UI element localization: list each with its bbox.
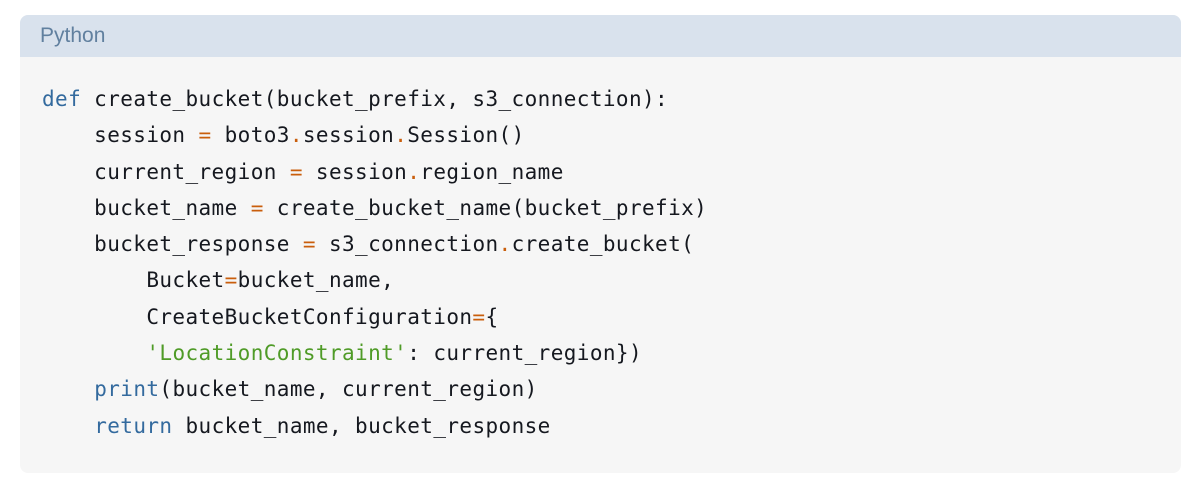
code-token: bucket_response	[42, 232, 303, 257]
code-token: create_bucket_name(bucket_prefix)	[263, 195, 708, 220]
code-token	[42, 377, 94, 401]
code-token: : current_region})	[407, 341, 643, 366]
code-line: Bucket=bucket_name,	[42, 262, 1159, 298]
code-token: boto3	[211, 123, 290, 148]
code-language-header: Python	[20, 15, 1181, 57]
code-token: current_region	[42, 159, 290, 184]
code-token: Bucket	[42, 268, 225, 293]
code-language-label: Python	[40, 24, 106, 47]
code-token: (bucket_name, current_region)	[159, 377, 538, 402]
code-line: CreateBucketConfiguration={	[42, 299, 1159, 335]
code-line: session = boto3.session.Session()	[42, 117, 1159, 153]
code-token: .	[289, 123, 303, 148]
code-token: =	[472, 304, 486, 329]
code-token: 'LocationConstraint'	[146, 341, 408, 366]
code-token: Session()	[407, 123, 525, 148]
code-snippet-card: Python def create_bucket(bucket_prefix, …	[20, 15, 1181, 473]
code-token: .	[498, 232, 512, 257]
code-line: return bucket_name, bucket_response	[42, 408, 1159, 444]
code-token: =	[224, 268, 238, 293]
code-line: bucket_response = s3_connection.create_b…	[42, 226, 1159, 262]
code-block: def create_bucket(bucket_prefix, s3_conn…	[20, 57, 1181, 473]
code-token: region_name	[420, 159, 564, 184]
code-token: s3_connection	[315, 232, 499, 257]
code-token: .	[394, 123, 408, 148]
code-token	[42, 414, 94, 438]
code-line: current_region = session.region_name	[42, 154, 1159, 190]
code-token: create_bucket(	[511, 232, 695, 257]
code-token: =	[198, 123, 212, 148]
code-token: =	[302, 232, 316, 257]
code-line: print(bucket_name, current_region)	[42, 371, 1159, 407]
code-token: create_bucket(bucket_prefix, s3_connecti…	[81, 87, 669, 111]
code-token: bucket_name,	[237, 268, 395, 293]
code-token: =	[289, 159, 303, 184]
code-line: 'LocationConstraint': current_region})	[42, 335, 1159, 371]
code-line: def create_bucket(bucket_prefix, s3_conn…	[42, 81, 1159, 117]
code-token: session	[42, 123, 199, 148]
code-token: {	[485, 304, 499, 329]
code-token: bucket_name	[42, 195, 251, 220]
code-token: =	[250, 195, 264, 220]
code-token: bucket_name, bucket_response	[172, 413, 551, 438]
code-token: print	[94, 377, 160, 402]
code-token: .	[407, 159, 421, 184]
code-token: session	[302, 159, 408, 184]
code-token	[42, 341, 146, 365]
code-token: return	[94, 413, 173, 438]
code-token: def	[42, 87, 82, 111]
code-token: CreateBucketConfiguration	[42, 304, 473, 329]
code-line: bucket_name = create_bucket_name(bucket_…	[42, 190, 1159, 226]
code-token: session	[302, 123, 395, 148]
